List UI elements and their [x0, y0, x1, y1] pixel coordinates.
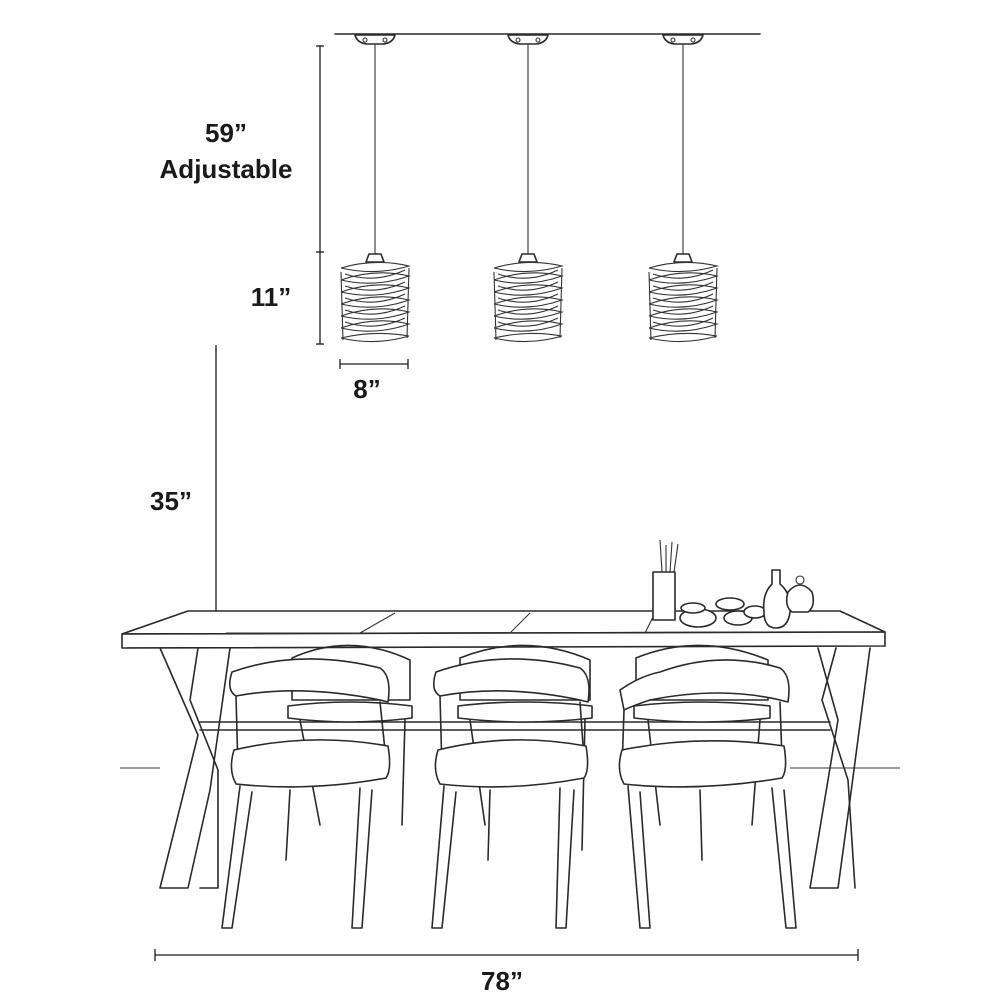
chair-front-right — [618, 659, 797, 929]
chair-front-left — [221, 658, 391, 929]
hang-height-label: 35” — [150, 486, 192, 516]
spiral-shade — [340, 261, 412, 343]
dimension-cord-length — [316, 45, 324, 253]
shade-height-label: 11” — [251, 282, 292, 312]
spiral-shade — [493, 261, 565, 343]
table-length-label: 78” — [481, 966, 523, 996]
tabletop-decor — [652, 539, 815, 629]
dimension-shade-height — [316, 252, 324, 345]
pendant-light-left — [340, 34, 412, 343]
spiral-shade — [648, 261, 720, 343]
dimension-shade-width — [339, 359, 409, 369]
pendant-light-center — [493, 34, 565, 343]
dimension-table-length — [154, 949, 859, 961]
chair-back-right — [633, 644, 771, 826]
pendant-light-right — [648, 34, 720, 343]
cord-length-label: 59” — [205, 118, 247, 148]
shade-width-label: 8” — [353, 374, 380, 404]
chair-front-center — [431, 658, 590, 929]
cord-adjustable-label: Adjustable — [160, 154, 293, 184]
